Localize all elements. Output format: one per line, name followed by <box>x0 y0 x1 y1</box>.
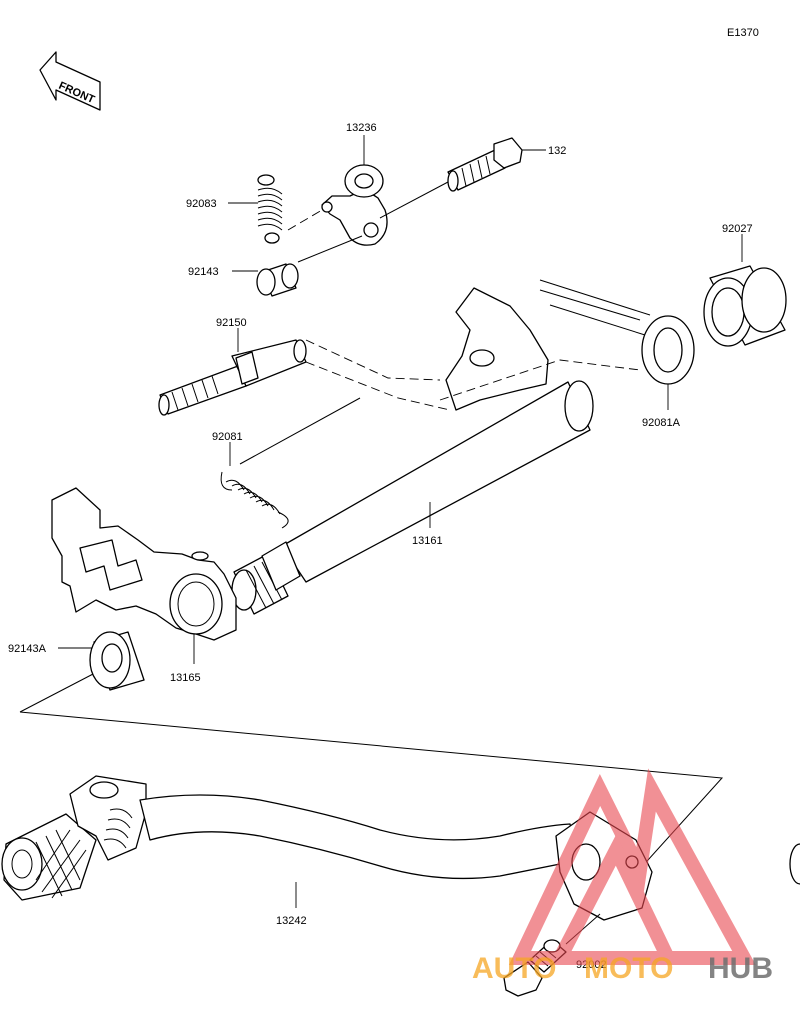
label-13161: 13161 <box>412 535 443 547</box>
part-92027-bushing <box>703 265 787 347</box>
front-arrow-icon: FRONT <box>39 51 101 111</box>
label-13236: 13236 <box>346 122 377 134</box>
label-92143a: 92143A <box>8 643 47 655</box>
watermark-logo <box>508 768 756 965</box>
part-92143-collar <box>256 263 299 297</box>
label-92081a: 92081A <box>642 417 681 429</box>
part-92150-stud <box>158 339 307 416</box>
watermark-text-hub: HUB <box>708 952 773 985</box>
part-13165-shift-plate <box>51 487 237 641</box>
watermark-text: AUTO MOTO HUB <box>472 952 773 985</box>
label-92083: 92083 <box>186 198 217 210</box>
part-92143a-washer <box>89 631 145 691</box>
label-92027: 92027 <box>722 223 753 235</box>
watermark-text-moto: MOTO <box>584 952 673 985</box>
part-13242-shift-pedal <box>1 775 800 921</box>
label-13165: 13165 <box>170 672 201 684</box>
diagram-id: E1370 <box>727 27 759 39</box>
watermark-text-auto: AUTO <box>472 952 556 985</box>
label-92143: 92143 <box>188 266 219 278</box>
part-92081-spring <box>220 471 289 529</box>
label-13242: 13242 <box>276 915 307 927</box>
part-92083-spring <box>257 174 283 244</box>
part-13236-link-plate <box>321 164 388 246</box>
part-13161-shift-shaft <box>231 279 695 615</box>
label-92150: 92150 <box>216 317 247 329</box>
part-132-bolt <box>447 137 523 192</box>
watermark-triangle-icon <box>508 768 756 965</box>
label-92081: 92081 <box>212 431 243 443</box>
label-132: 132 <box>548 145 566 157</box>
